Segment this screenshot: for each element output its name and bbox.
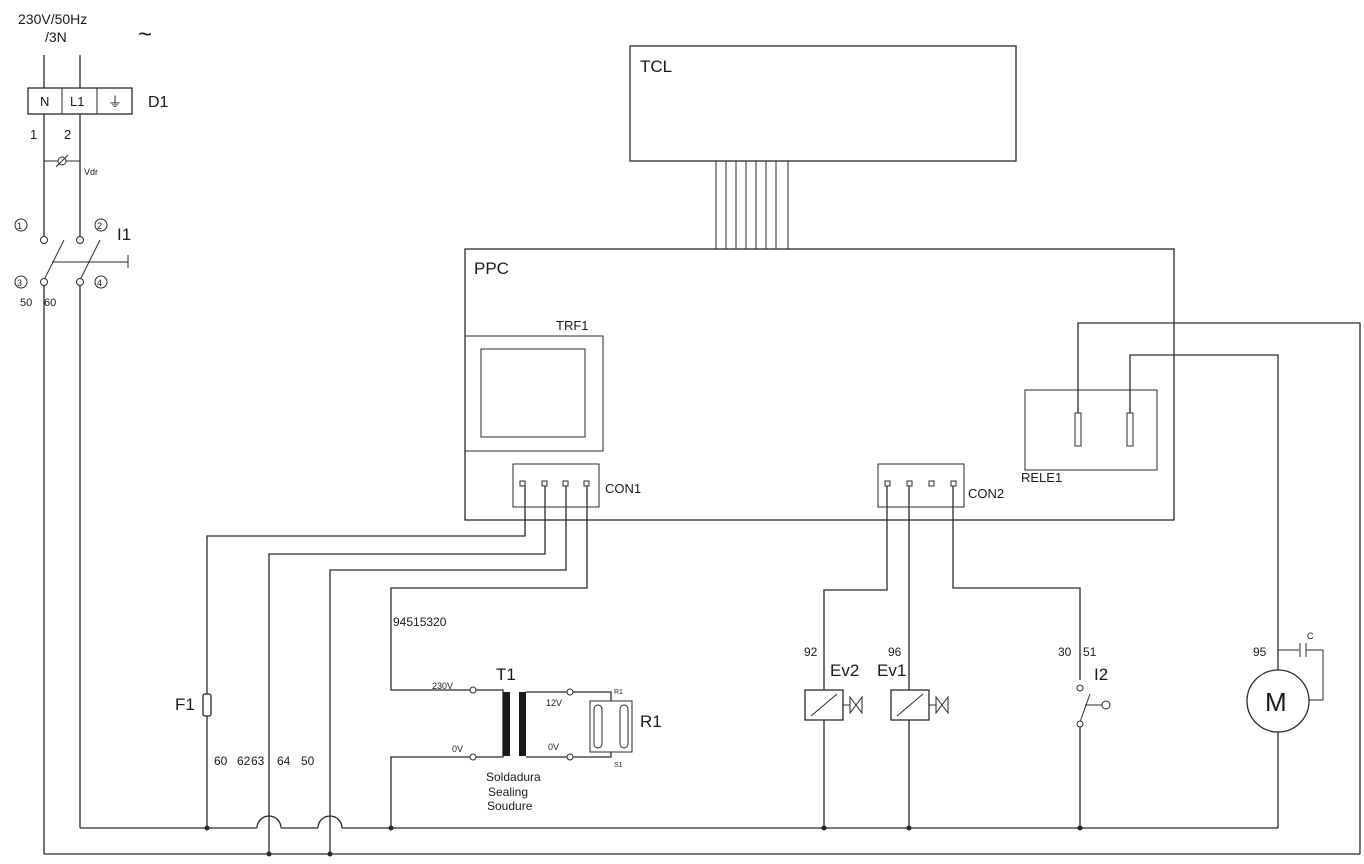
- motor-m: 95 M C: [1246, 631, 1324, 828]
- ac-symbol: ~: [138, 21, 152, 48]
- ev2-label: Ev2: [830, 661, 859, 680]
- t1-230v: 230V: [432, 681, 453, 691]
- i1-terminal-1: 1: [17, 221, 22, 231]
- i2-wire-51: 51: [1083, 645, 1097, 659]
- d1-terminal-n: N: [40, 94, 49, 109]
- ribbon-cable: [715, 161, 789, 249]
- main-switch-i1: 1 2 I1 3 4 50 60: [14, 218, 131, 309]
- tcl-label: TCL: [640, 57, 672, 76]
- terminal-block-d1: N L1 ⏚ D1: [27, 87, 169, 115]
- solenoid-valve-ev2: 92 Ev2: [804, 645, 863, 828]
- t1-label: T1: [496, 665, 516, 684]
- caption-sealing: Sealing: [488, 785, 528, 799]
- motor-label: M: [1265, 687, 1287, 717]
- i1-terminal-3: 3: [17, 278, 22, 288]
- t1-part-number: 94515320: [393, 615, 447, 629]
- sealing-resistor-r1: R1 S1 R1: [573, 689, 662, 769]
- wire-number-60: 60: [44, 297, 56, 309]
- bus-line-upper: [80, 815, 1278, 829]
- con1-label: CON1: [605, 481, 641, 496]
- d1-pin-1: 1: [30, 127, 37, 142]
- bottom-wire-numbers: 60 62 63 64 50: [214, 754, 315, 768]
- i2-label: I2: [1094, 665, 1108, 684]
- supply-voltage: 230V/50Hz: [18, 11, 87, 27]
- wire-number-64: 64: [277, 754, 291, 768]
- ev1-wire-number: 96: [888, 645, 902, 659]
- f1-label: F1: [175, 695, 195, 714]
- i1-terminal-4: 4: [97, 278, 102, 288]
- wire-number-50-bottom: 50: [301, 754, 315, 768]
- ev1-label: Ev1: [877, 661, 906, 680]
- connector-con1: CON1: [512, 463, 641, 508]
- t1-12v: 12V: [546, 698, 562, 708]
- supply-phases: /3N: [45, 29, 67, 45]
- solenoid-valve-ev1: 96 Ev1: [877, 645, 949, 828]
- r1-pin-s1: S1: [614, 762, 623, 769]
- trf1-label: TRF1: [556, 318, 589, 333]
- wire-number-50: 50: [20, 297, 32, 309]
- motor-wire-number: 95: [1253, 645, 1267, 659]
- fuse-f1: F1: [175, 693, 212, 717]
- ground-icon: ⏚: [108, 94, 122, 110]
- caption-soldadura: Soldadura: [486, 770, 541, 784]
- trf1-transformer: TRF1: [464, 318, 604, 452]
- t1-0v-primary: 0V: [452, 744, 463, 754]
- d1-label: D1: [148, 94, 169, 111]
- ev2-wire-number: 92: [804, 645, 818, 659]
- caption-soudure: Soudure: [487, 799, 533, 813]
- wire-number-60-bottom: 60: [214, 754, 228, 768]
- vdr-label: Vdr: [84, 167, 98, 177]
- connector-con2: CON2: [877, 463, 1004, 508]
- r1-label: R1: [640, 712, 662, 731]
- ppc-board: PPC TRF1 CON1 CON2: [464, 248, 1175, 521]
- i2-wire-30: 30: [1058, 645, 1072, 659]
- d1-terminal-l1: L1: [70, 94, 84, 109]
- i1-label: I1: [117, 225, 131, 244]
- i1-terminal-2: 2: [97, 221, 102, 231]
- varistor-vdr: Vdr: [44, 154, 98, 177]
- capacitor-label: C: [1307, 631, 1314, 641]
- rele1-label: RELE1: [1021, 470, 1062, 485]
- t1-0v-secondary: 0V: [548, 742, 559, 752]
- con2-label: CON2: [968, 486, 1004, 501]
- d1-pin-2: 2: [64, 127, 71, 142]
- supply-header: 230V/50Hz /3N ~: [18, 11, 152, 48]
- r1-pin-r1: R1: [614, 689, 623, 696]
- sealing-transformer-t1: 94515320 T1 230V 0V 12V 0V Soldadura Sea…: [393, 615, 574, 813]
- wire-number-63: 63: [251, 754, 265, 768]
- wire-number-62: 62: [237, 754, 251, 768]
- switch-i2: 30 51 I2: [1058, 645, 1111, 828]
- ppc-label: PPC: [474, 259, 509, 278]
- relay-rele1: RELE1: [1021, 389, 1158, 485]
- tcl-control-panel: TCL: [629, 45, 1017, 162]
